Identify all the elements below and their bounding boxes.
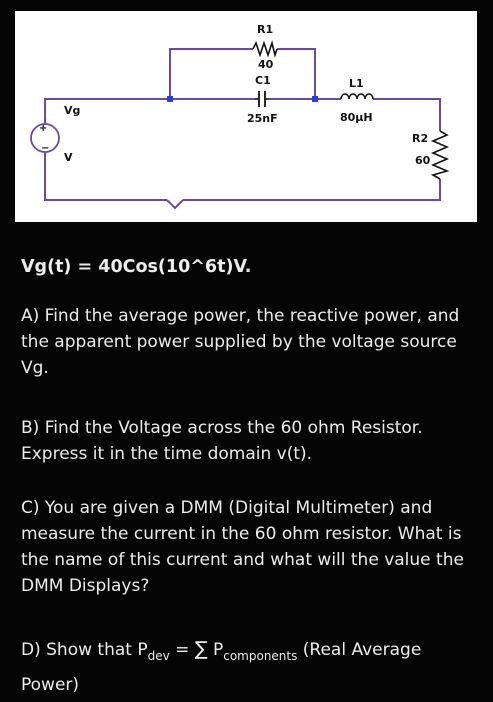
question-d: D) Show that Pdev = ∑ Pcomponents (Real … xyxy=(21,632,471,702)
wire-r1-right xyxy=(277,48,316,99)
question-d-equals: = xyxy=(169,640,195,660)
sigma-symbol: ∑ xyxy=(194,638,208,660)
r1-value: 40 xyxy=(258,58,274,71)
question-d-sub-dev: dev xyxy=(147,649,170,663)
question-a: A) Find the average power, the reactive … xyxy=(21,306,460,378)
r2-value: 60 xyxy=(415,154,431,167)
wire-r1-left xyxy=(169,48,253,99)
circuit-diagram: + − R1 40 C1 25nF L1 80µH R2 60 Vg V xyxy=(15,11,477,222)
question-c: C) You are given a DMM (Digital Multimet… xyxy=(21,498,464,596)
source-name: Vg xyxy=(64,104,80,117)
question-b: B) Find the Voltage across the 60 ohm Re… xyxy=(21,418,423,464)
c1-value: 25nF xyxy=(247,112,278,125)
ground-marker xyxy=(166,199,184,210)
source-equation: Vg(t) = 40Cos(10^6t)V. xyxy=(21,257,252,277)
l1-value: 80µH xyxy=(340,111,373,124)
r1-name: R1 xyxy=(257,23,273,36)
r1-resistor xyxy=(252,40,278,58)
circuit-schematic: + − R1 40 C1 25nF L1 80µH R2 60 Vg V xyxy=(30,23,450,210)
l1-name: L1 xyxy=(349,77,364,90)
question-d-suffix: (Real Average Power) xyxy=(21,640,422,695)
wire-r2-bottom xyxy=(183,179,441,201)
c1-name: C1 xyxy=(255,74,271,87)
l1-inductor xyxy=(340,93,374,100)
question-d-sub-components: components xyxy=(223,649,298,663)
source-unit: V xyxy=(64,151,73,164)
wire-bottom-left xyxy=(44,152,167,201)
source-plus: + xyxy=(39,123,47,134)
r2-resistor xyxy=(430,130,450,180)
circuit-wires xyxy=(44,48,441,201)
junction-right xyxy=(312,96,318,102)
question-d-p2: P xyxy=(207,640,224,660)
question-d-prefix: D) Show that P xyxy=(21,640,148,660)
wire-source-top xyxy=(44,98,170,124)
r2-name: R2 xyxy=(412,132,428,145)
voltage-source xyxy=(30,123,60,153)
source-minus: − xyxy=(41,143,49,154)
wire-l1-right xyxy=(373,98,441,131)
junction-left xyxy=(167,96,173,102)
